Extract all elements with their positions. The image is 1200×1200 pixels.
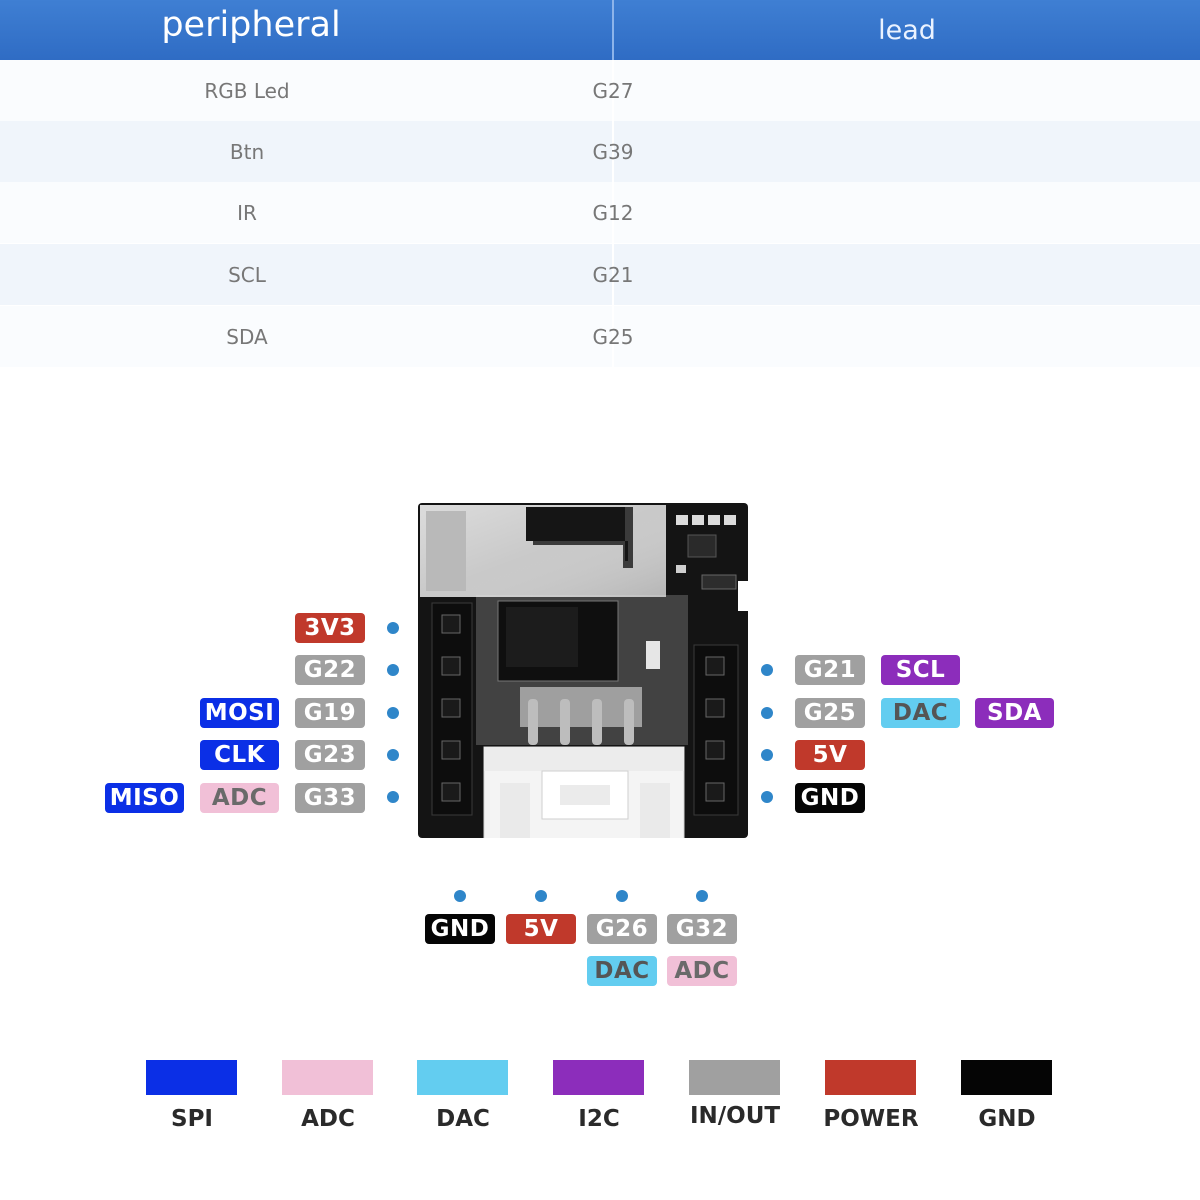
cell-lead: G12 — [592, 200, 634, 225]
pin-label-clk: CLK — [200, 740, 279, 770]
column-divider — [612, 121, 614, 182]
legend-label-spi: SPI — [171, 1106, 213, 1132]
pin-label-5v: 5V — [795, 740, 865, 770]
pin-label-dac: DAC — [881, 698, 960, 728]
pin-label-gnd: GND — [425, 914, 495, 944]
legend-swatch-dac — [417, 1060, 508, 1095]
pin-label-g26: G26 — [587, 914, 657, 944]
table-row: RGB Led G27 — [0, 60, 1200, 121]
table-row: SCL G21 — [0, 244, 1200, 305]
legend-label-adc: ADC — [301, 1106, 355, 1132]
cell-peripheral: SDA — [226, 324, 268, 349]
column-divider — [612, 244, 614, 305]
pin-label-adc: ADC — [200, 783, 279, 813]
pin-dot — [761, 791, 773, 803]
pin-label-scl: SCL — [881, 655, 960, 685]
cell-lead: G27 — [592, 78, 634, 103]
pin-dot — [761, 664, 773, 676]
pin-label-g22: G22 — [295, 655, 365, 685]
legend-swatch-adc — [282, 1060, 373, 1095]
pin-dot — [387, 707, 399, 719]
table-row: Btn G39 — [0, 121, 1200, 182]
pin-label-miso: MISO — [105, 783, 184, 813]
pin-label-mosi: MOSI — [200, 698, 279, 728]
table-header: peripheral lead — [0, 0, 1200, 60]
pin-dot — [387, 622, 399, 634]
pin-dot — [761, 749, 773, 761]
cell-peripheral: SCL — [228, 262, 266, 287]
cell-lead: G39 — [592, 139, 634, 164]
pin-label-dac: DAC — [587, 956, 657, 986]
board-image — [418, 503, 748, 838]
cell-peripheral: RGB Led — [204, 78, 290, 103]
pin-dot — [616, 890, 628, 902]
pin-dot — [387, 791, 399, 803]
pin-dot — [387, 749, 399, 761]
legend-swatch-inout — [689, 1060, 780, 1095]
pin-label-g33: G33 — [295, 783, 365, 813]
legend-label-gnd: GND — [978, 1106, 1036, 1132]
pin-label-sda: SDA — [975, 698, 1054, 728]
cell-lead: G21 — [592, 262, 634, 287]
pin-label-3v3: 3V3 — [295, 613, 365, 643]
pin-label-g19: G19 — [295, 698, 365, 728]
header-lead: lead — [878, 14, 936, 46]
pin-label-g23: G23 — [295, 740, 365, 770]
legend-swatch-gnd — [961, 1060, 1052, 1095]
cell-peripheral: Btn — [229, 139, 265, 164]
pin-dot — [387, 664, 399, 676]
column-divider — [612, 182, 614, 243]
pin-label-g25: G25 — [795, 698, 865, 728]
legend-label-power: POWER — [823, 1106, 919, 1132]
pin-dot — [696, 890, 708, 902]
pin-label-g21: G21 — [795, 655, 865, 685]
legend-label-i2c: I2C — [578, 1106, 620, 1132]
legend-swatch-spi — [146, 1060, 237, 1095]
legend-label-dac: DAC — [436, 1106, 490, 1132]
pin-label-gnd: GND — [795, 783, 865, 813]
legend-label-inout: IN/OUT — [689, 1103, 781, 1129]
cell-lead: G25 — [592, 324, 634, 349]
header-peripheral: peripheral — [161, 5, 341, 45]
pin-dot — [761, 707, 773, 719]
legend-swatch-i2c — [553, 1060, 644, 1095]
legend-swatch-power — [825, 1060, 916, 1095]
pin-dot — [535, 890, 547, 902]
cell-peripheral: IR — [237, 200, 257, 225]
table-row: SDA G25 — [0, 306, 1200, 367]
pin-label-adc: ADC — [667, 956, 737, 986]
column-divider — [612, 60, 614, 121]
pin-label-5v: 5V — [506, 914, 576, 944]
pin-label-g32: G32 — [667, 914, 737, 944]
header-divider — [612, 0, 614, 60]
table-row: IR G12 — [0, 182, 1200, 243]
pin-dot — [454, 890, 466, 902]
column-divider — [612, 306, 614, 367]
